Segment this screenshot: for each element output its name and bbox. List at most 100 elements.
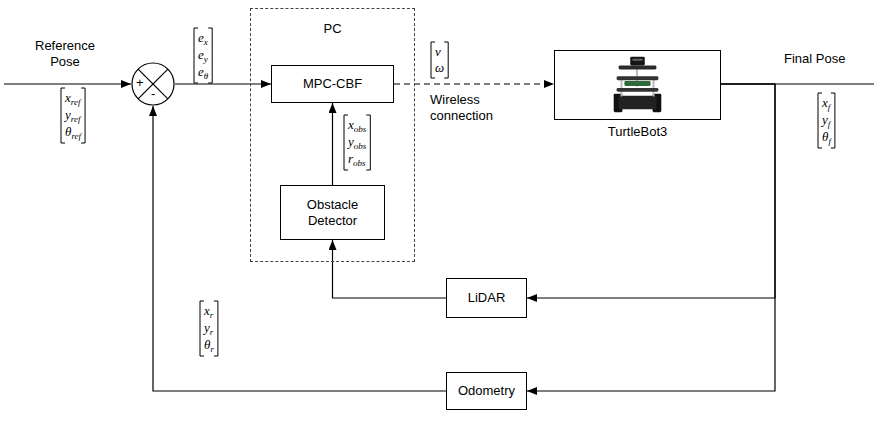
vector-symbol: e xyxy=(198,47,204,62)
vector-bracket xyxy=(214,301,218,356)
vector-symbol: e xyxy=(198,64,204,79)
vector-subscript: obs xyxy=(354,124,367,134)
signal-vector: xryrθr xyxy=(204,303,214,354)
signal-connector xyxy=(333,240,447,298)
vector-subscript: obs xyxy=(353,158,366,168)
vector-subscript: r xyxy=(210,327,214,337)
robot-box: TurtleBot3 xyxy=(554,50,721,120)
vector-bracket xyxy=(831,93,835,148)
vector-bracket xyxy=(366,115,370,170)
vector-subscript: f xyxy=(828,119,831,129)
node-label: PC xyxy=(323,21,341,37)
signal-vector: xfyfθf xyxy=(822,95,831,146)
detector-box: Obstacle Detector xyxy=(280,185,385,240)
vector-entry: θf xyxy=(822,129,831,146)
connector-group xyxy=(153,84,775,391)
signal-vector: vω xyxy=(435,44,444,76)
vector-bracket xyxy=(61,88,65,143)
vector-bracket xyxy=(444,42,448,78)
output-label: Final Pose xyxy=(784,51,845,67)
sensor-box: LiDAR xyxy=(446,278,527,318)
vector-bracket xyxy=(818,93,822,148)
vector-entry: yref xyxy=(65,107,81,124)
robot-part xyxy=(632,59,643,61)
vector-subscript: θ xyxy=(204,71,208,81)
vector-subscript: obs xyxy=(354,141,367,151)
robot-part xyxy=(624,81,650,86)
summing-junction: +- xyxy=(131,62,175,106)
sign-label: + xyxy=(136,75,144,91)
vector-bracket xyxy=(208,28,212,83)
robot-illustration xyxy=(555,51,720,119)
vector-entry: xr xyxy=(204,303,214,320)
vector-entry: θr xyxy=(204,337,214,354)
vector-symbol: y xyxy=(204,320,210,335)
vector-entry: robs xyxy=(348,151,366,168)
wireless-link xyxy=(394,83,554,84)
signal-connector xyxy=(332,103,333,185)
vector-symbol: ω xyxy=(435,60,444,75)
node-label: MPC-CBF xyxy=(303,76,362,92)
vector-bracket xyxy=(194,28,198,83)
vector-subscript: f xyxy=(828,102,831,112)
sensor-box: Odometry xyxy=(446,372,527,410)
vector-symbol: θ xyxy=(204,337,210,352)
vector-entry: ω xyxy=(435,60,444,76)
vector-bracket xyxy=(344,115,348,170)
signal-vector: xrefyrefθref xyxy=(65,90,81,141)
node-label: Odometry xyxy=(458,383,515,399)
input-label: Reference Pose xyxy=(25,38,105,70)
vector-entry: eθ xyxy=(198,64,208,81)
node-label: LiDAR xyxy=(468,290,506,306)
vector-entry: ey xyxy=(198,47,208,64)
vector-symbol: θ xyxy=(65,124,71,139)
vector-symbol: x xyxy=(65,90,71,105)
vector-symbol: x xyxy=(204,303,210,318)
vector-symbol: r xyxy=(348,151,353,166)
vector-subscript: r xyxy=(210,344,214,354)
vector-entry: yf xyxy=(822,112,831,129)
vector-subscript: r xyxy=(210,310,214,320)
robot-part xyxy=(617,88,659,92)
vector-entry: ex xyxy=(198,30,208,47)
vector-subscript: y xyxy=(204,54,208,64)
link-label: Wireless connection xyxy=(430,92,522,124)
robot-part xyxy=(619,96,657,110)
vector-symbol: y xyxy=(822,112,828,127)
vector-entry: xf xyxy=(822,95,831,112)
vector-symbol: v xyxy=(435,44,441,59)
vector-subscript: ref xyxy=(71,114,81,124)
vector-entry: xref xyxy=(65,90,81,107)
vector-subscript: ref xyxy=(71,131,81,141)
vector-bracket xyxy=(431,42,435,78)
node-label: Obstacle Detector xyxy=(287,197,378,229)
vector-entry: v xyxy=(435,44,444,60)
vector-bracket xyxy=(81,88,85,143)
signal-connector xyxy=(527,84,775,391)
vector-symbol: θ xyxy=(822,129,828,144)
vector-brackets xyxy=(61,28,835,356)
signal-vector: xobsyobsrobs xyxy=(348,117,366,168)
vector-subscript: ref xyxy=(71,97,81,107)
vector-entry: xobs xyxy=(348,117,366,134)
controller-box: MPC-CBF xyxy=(271,65,394,103)
vector-subscript: x xyxy=(204,37,208,47)
robot-part xyxy=(619,66,657,70)
vector-symbol: y xyxy=(348,134,354,149)
signal-connector xyxy=(175,83,271,84)
vector-bracket xyxy=(200,301,204,356)
robot-part xyxy=(630,57,645,66)
sign-label: - xyxy=(151,86,155,102)
robot-part xyxy=(617,76,659,80)
vector-entry: yobs xyxy=(348,134,366,151)
summing-circle-outline xyxy=(132,63,174,105)
node-label: TurtleBot3 xyxy=(555,124,720,140)
vector-entry: yr xyxy=(204,320,214,337)
vector-symbol: y xyxy=(65,107,71,122)
signal-connector xyxy=(153,106,446,391)
vector-subscript: f xyxy=(828,136,831,146)
vector-symbol: e xyxy=(198,30,204,45)
vector-symbol: x xyxy=(822,95,828,110)
vector-symbol: x xyxy=(348,117,354,132)
